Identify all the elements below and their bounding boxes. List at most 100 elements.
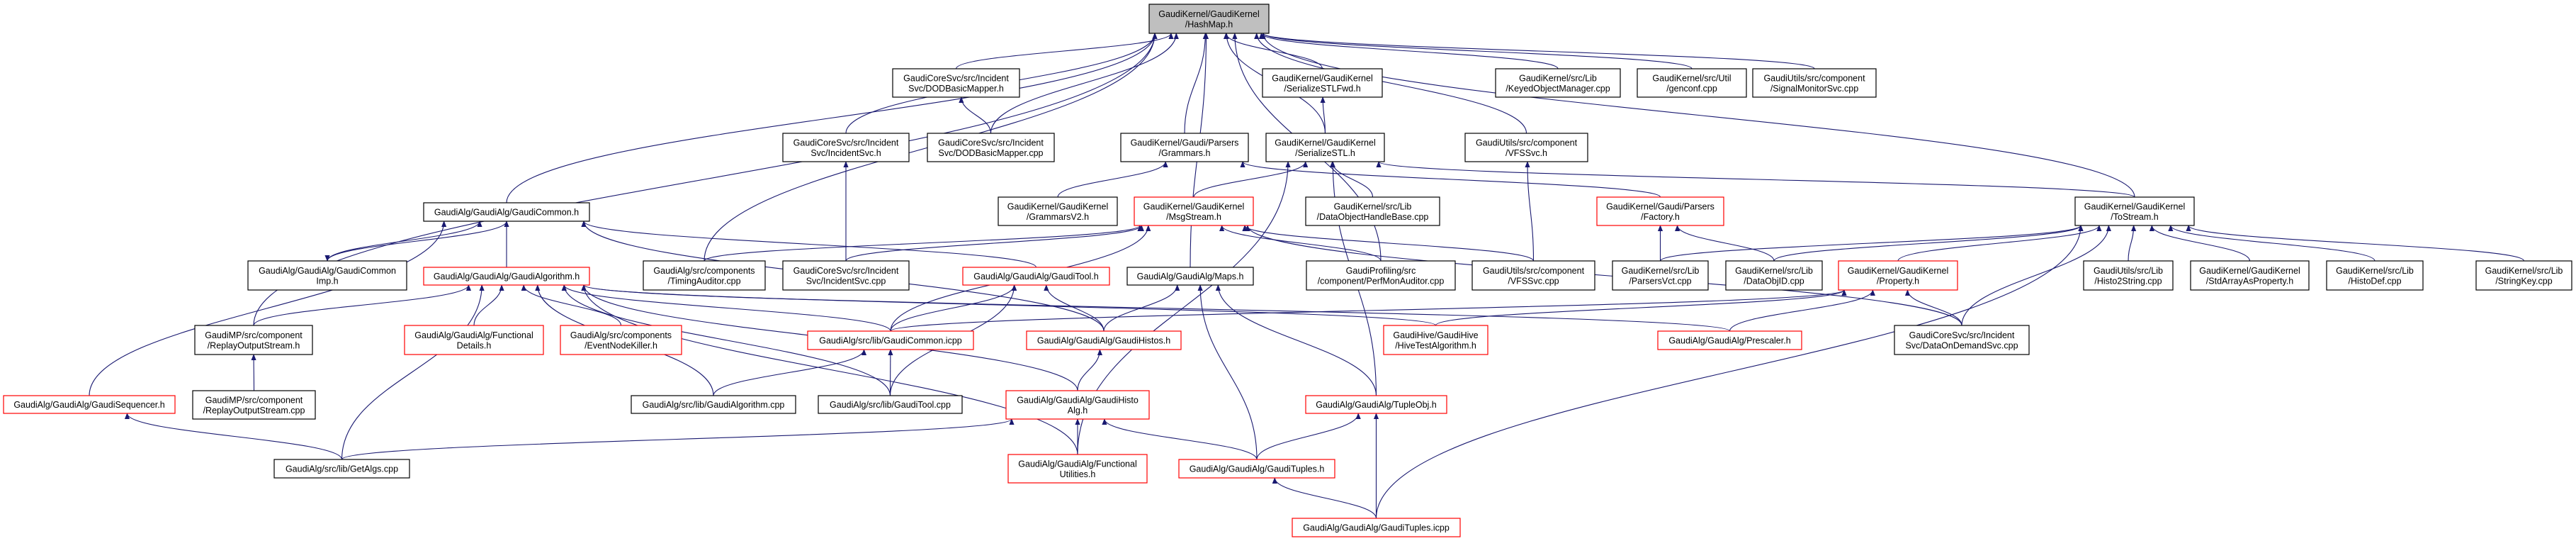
graph-node-stdarray[interactable]: GaudiKernel/GaudiKernel/StdArrayAsProper…: [2190, 260, 2310, 291]
node-label: GaudiProfiling/src: [1346, 266, 1416, 276]
graph-node-gaudituples-h[interactable]: GaudiAlg/GaudiAlg/GaudiTuples.h: [1178, 459, 1335, 479]
graph-node-genconf[interactable]: GaudiKernel/src/Util/genconf.cpp: [1637, 68, 1747, 98]
graph-node-eventnodekiller[interactable]: GaudiAlg/src/components/EventNodeKiller.…: [560, 325, 682, 355]
graph-node-gaudihistos[interactable]: GaudiAlg/GaudiAlg/GaudiHistos.h: [1026, 330, 1182, 350]
node-label: /VFSSvc.cpp: [1508, 276, 1559, 286]
node-label: GaudiKernel/GaudiKernel: [2199, 266, 2300, 276]
node-box: [962, 267, 1110, 286]
node-box: [2083, 260, 2174, 291]
node-label: GaudiKernel/GaudiKernel: [2084, 201, 2185, 211]
graph-node-gaudialgorithm-h[interactable]: GaudiAlg/GaudiAlg/GaudiAlgorithm.h: [423, 267, 590, 286]
graph-node-keyedobj[interactable]: GaudiKernel/src/Lib/KeyedObjectManager.c…: [1495, 68, 1621, 98]
graph-node-grammarsv2[interactable]: GaudiKernel/GaudiKernel/GrammarsV2.h: [998, 196, 1118, 226]
node-box: [1894, 325, 2030, 355]
graph-node-gaudituples-icpp[interactable]: GaudiAlg/GaudiAlg/GaudiTuples.icpp: [1292, 518, 1461, 537]
graph-node-tostream[interactable]: GaudiKernel/GaudiKernel/ToStream.h: [2074, 196, 2195, 226]
graph-node-gauditool-cpp[interactable]: GaudiAlg/src/lib/GaudiTool.cpp: [818, 395, 963, 414]
node-label: /HistoDef.cpp: [2348, 276, 2401, 286]
graph-node-timingauditor[interactable]: GaudiAlg/src/components/TimingAuditor.cp…: [643, 260, 766, 291]
edge-prescaler-to-property: [1729, 289, 1875, 332]
graph-node-grammars[interactable]: GaudiKernel/Gaudi/Parsers/Grammars.h: [1120, 133, 1249, 162]
node-label: GaudiKernel/src/Lib: [2336, 266, 2414, 276]
node-label: GaudiMP/src/component: [205, 330, 303, 340]
node-label: /genconf.cpp: [1666, 84, 1717, 94]
node-label: GaudiAlg/GaudiAlg/Maps.h: [1137, 272, 1244, 281]
edge-gaudituples_icpp-to-gaudituples_h: [1272, 477, 1377, 519]
node-label: GaudiKernel/src/Util: [1652, 73, 1731, 83]
edge-signalmon-to-hashmap: [1260, 33, 1815, 69]
node-label: Alg.h: [1068, 406, 1088, 415]
graph-node-property[interactable]: GaudiKernel/GaudiKernel/Property.h: [1838, 260, 1958, 291]
graph-node-stringkey[interactable]: GaudiKernel/src/Lib/StringKey.cpp: [2475, 260, 2572, 291]
node-label: GaudiKernel/GaudiKernel: [1143, 201, 1244, 211]
graph-node-serializestlfwd[interactable]: GaudiKernel/GaudiKernel/SerializeSTLFwd.…: [1262, 68, 1383, 98]
graph-node-serializestl[interactable]: GaudiKernel/GaudiKernel/SerializeSTL.h: [1265, 133, 1385, 162]
graph-node-dataobjid[interactable]: GaudiKernel/src/Lib/DataObjID.cpp: [1725, 260, 1823, 291]
graph-node-maps[interactable]: GaudiAlg/GaudiAlg/Maps.h: [1126, 267, 1254, 286]
graph-node-gaudicommon-icpp[interactable]: GaudiAlg/src/lib/GaudiCommon.icpp: [807, 330, 974, 350]
node-box: [1306, 260, 1456, 291]
graph-node-dataondemand[interactable]: GaudiCoreSvc/src/IncidentSvc/DataOnDeman…: [1894, 325, 2030, 355]
node-box: [807, 330, 974, 350]
graph-node-gaudicommon-h[interactable]: GaudiAlg/GaudiAlg/GaudiCommon.h: [423, 202, 590, 222]
edge-tostream-to-serializestl: [1376, 161, 2135, 198]
node-label: GaudiAlg/src/lib/GetAlgs.cpp: [286, 464, 398, 474]
node-box: [404, 325, 544, 355]
edge-gauditool_h-to-gaudicommon_h: [581, 221, 1037, 268]
graph-node-vfssvc-h[interactable]: GaudiUtils/src/component/VFSSvc.h: [1464, 133, 1588, 162]
node-box: [423, 202, 590, 222]
graph-node-getalgs[interactable]: GaudiAlg/src/lib/GetAlgs.cpp: [273, 459, 410, 479]
edge-funcutils-to-gaudialgorithm_h: [581, 284, 1078, 455]
graph-node-perfmon[interactable]: GaudiProfiling/src/component/PerfMonAudi…: [1306, 260, 1456, 291]
graph-node-tupleobj[interactable]: GaudiAlg/GaudiAlg/TupleObj.h: [1305, 395, 1447, 414]
graph-node-sequencer[interactable]: GaudiAlg/GaudiAlg/GaudiSequencer.h: [3, 395, 176, 414]
graph-node-histodef[interactable]: GaudiKernel/src/Lib/HistoDef.cpp: [2326, 260, 2424, 291]
edge-gaudicommon_icpp-to-gaudialgorithm_h: [561, 284, 891, 332]
node-box: [2074, 196, 2195, 226]
graph-node-hashmap: GaudiKernel/GaudiKernel/HashMap.h: [1148, 4, 1270, 34]
node-label: /VFSSvc.h: [1506, 148, 1547, 158]
edge-tupleobj-to-maps: [1215, 284, 1377, 396]
edge-vfssvc_h-to-hashmap: [1254, 33, 1527, 134]
node-label: GaudiHive/GaudiHive: [1393, 330, 1478, 340]
node-label: /HiveTestAlgorithm.h: [1395, 340, 1476, 350]
graph-node-msgstream[interactable]: GaudiKernel/GaudiKernel/MsgStream.h: [1134, 196, 1254, 226]
graph-node-dodmapper-cpp[interactable]: GaudiCoreSvc/src/IncidentSvc/DODBasicMap…: [927, 133, 1055, 162]
graph-node-gauditool-h[interactable]: GaudiAlg/GaudiAlg/GaudiTool.h: [962, 267, 1110, 286]
graph-node-parsersvct[interactable]: GaudiKernel/src/Lib/ParsersVct.cpp: [1612, 260, 1709, 291]
graph-node-replay-h[interactable]: GaudiMP/src/component/ReplayOutputStream…: [194, 325, 313, 355]
edge-replay_h-to-gaudialgorithm_h: [253, 284, 471, 326]
node-box: [560, 325, 682, 355]
graph-node-prescaler[interactable]: GaudiAlg/GaudiAlg/Prescaler.h: [1657, 330, 1802, 350]
graph-node-incidentsvc-h[interactable]: GaudiCoreSvc/src/IncidentSvc/IncidentSvc…: [782, 133, 910, 162]
node-box: [1464, 133, 1588, 162]
edge-dataondemand-to-msgstream: [1245, 225, 1962, 326]
graph-node-dodmapper-h[interactable]: GaudiCoreSvc/src/IncidentSvc/DODBasicMap…: [892, 68, 1020, 98]
graph-node-dataobjhandle[interactable]: GaudiKernel/src/Lib/DataObjectHandleBase…: [1305, 196, 1440, 226]
graph-node-incidentsvc-cpp[interactable]: GaudiCoreSvc/src/IncidentSvc/IncidentSvc…: [782, 260, 910, 291]
graph-node-hivetest[interactable]: GaudiHive/GaudiHive/HiveTestAlgorithm.h: [1383, 325, 1488, 355]
edge-dataobjid-to-tostream: [1773, 225, 2084, 262]
node-label: /SignalMonitorSvc.cpp: [1770, 84, 1858, 94]
graph-node-replay-cpp[interactable]: GaudiMP/src/component/ReplayOutputStream…: [192, 390, 316, 420]
graph-node-histo2string[interactable]: GaudiUtils/src/Lib/Histo2String.cpp: [2083, 260, 2174, 291]
node-label: GaudiUtils/src/component: [1476, 138, 1578, 147]
node-label: /SerializeSTLFwd.h: [1284, 84, 1360, 94]
node-label: GaudiAlg/GaudiAlg/GaudiCommon: [259, 266, 396, 276]
node-label: GaudiAlg/GaudiAlg/GaudiTuples.h: [1190, 464, 1325, 474]
node-box: [1752, 68, 1877, 98]
graph-node-gaudialgorithm-cpp[interactable]: GaudiAlg/src/lib/GaudiAlgorithm.cpp: [631, 395, 796, 414]
graph-node-vfssvc-cpp[interactable]: GaudiUtils/src/component/VFSSvc.cpp: [1471, 260, 1595, 291]
graph-node-signalmon[interactable]: GaudiUtils/src/component/SignalMonitorSv…: [1752, 68, 1877, 98]
graph-node-factory[interactable]: GaudiKernel/Gaudi/Parsers/Factory.h: [1596, 196, 1724, 226]
node-label: GaudiKernel/Gaudi/Parsers: [1606, 201, 1714, 211]
edge-gaudituples_h-to-tupleobj: [1256, 413, 1361, 460]
edge-dataondemand-to-tostream: [1961, 225, 2111, 326]
edge-histodef-to-tostream: [2168, 225, 2376, 262]
edge-stringkey-to-tostream: [2186, 225, 2525, 262]
edge-funcdetails-to-gaudialgorithm_h: [473, 284, 504, 326]
